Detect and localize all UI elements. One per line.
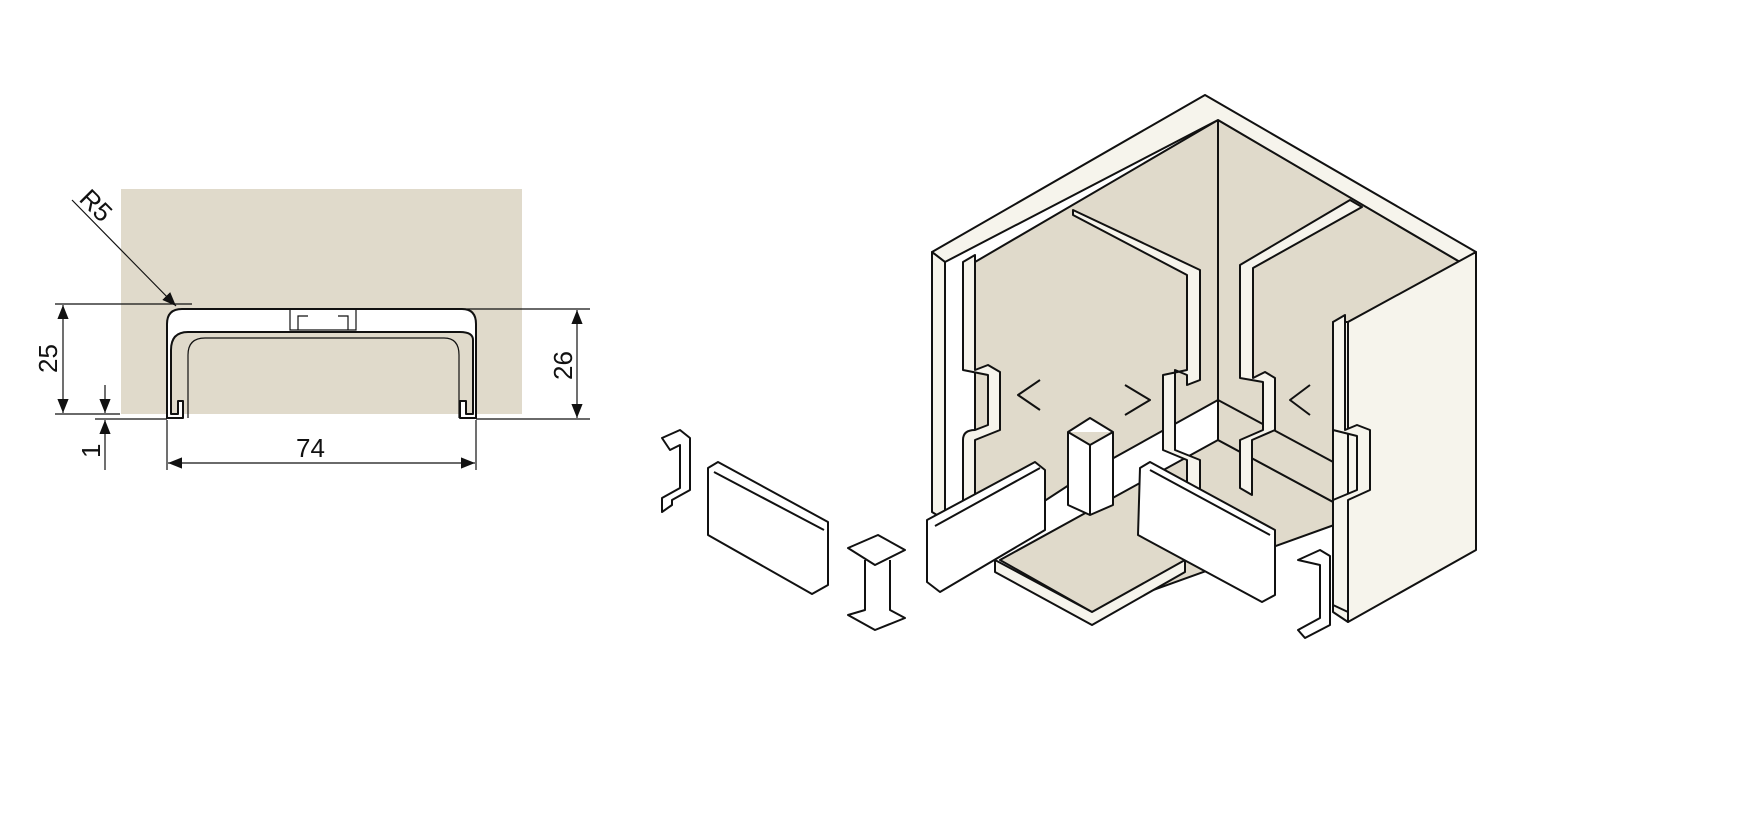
profile-center-clip <box>289 309 357 331</box>
trunking-piece-left-floor <box>926 461 1046 593</box>
width-label: 74 <box>296 433 325 463</box>
end-cap-right <box>1297 549 1331 639</box>
trunking-piece-loose <box>707 461 829 595</box>
profile-cross-section: R5 25 1 26 74 <box>33 183 590 470</box>
arrow-mark-left <box>1289 384 1311 416</box>
center-right-trunking <box>1239 199 1363 496</box>
left-vertical-trunking <box>962 254 1001 521</box>
height-outer-label: 25 <box>33 344 63 373</box>
radius-label: R5 <box>74 183 119 228</box>
floor-corner-edge <box>1217 399 1349 471</box>
isometric-assembly <box>661 94 1477 639</box>
floor-edge <box>994 559 1186 626</box>
radius-leader <box>71 199 177 307</box>
arrow-mark-right <box>1124 384 1151 416</box>
trunking-profile <box>166 308 477 419</box>
inner-corner-piece <box>1067 417 1114 516</box>
external-corner-piece <box>847 534 906 631</box>
right-vertical-trunking <box>1332 314 1371 613</box>
height-right-label: 26 <box>548 351 578 380</box>
gap-label: 1 <box>76 444 106 458</box>
trunking-piece-right-floor <box>1137 461 1276 603</box>
arrow-mark-left <box>1017 379 1041 411</box>
arrow-marks <box>1017 379 1311 416</box>
wall-background <box>121 189 522 414</box>
end-cap-left <box>661 429 691 513</box>
profile-inner-channel <box>187 337 460 418</box>
left-wall-edge-board <box>931 251 946 521</box>
